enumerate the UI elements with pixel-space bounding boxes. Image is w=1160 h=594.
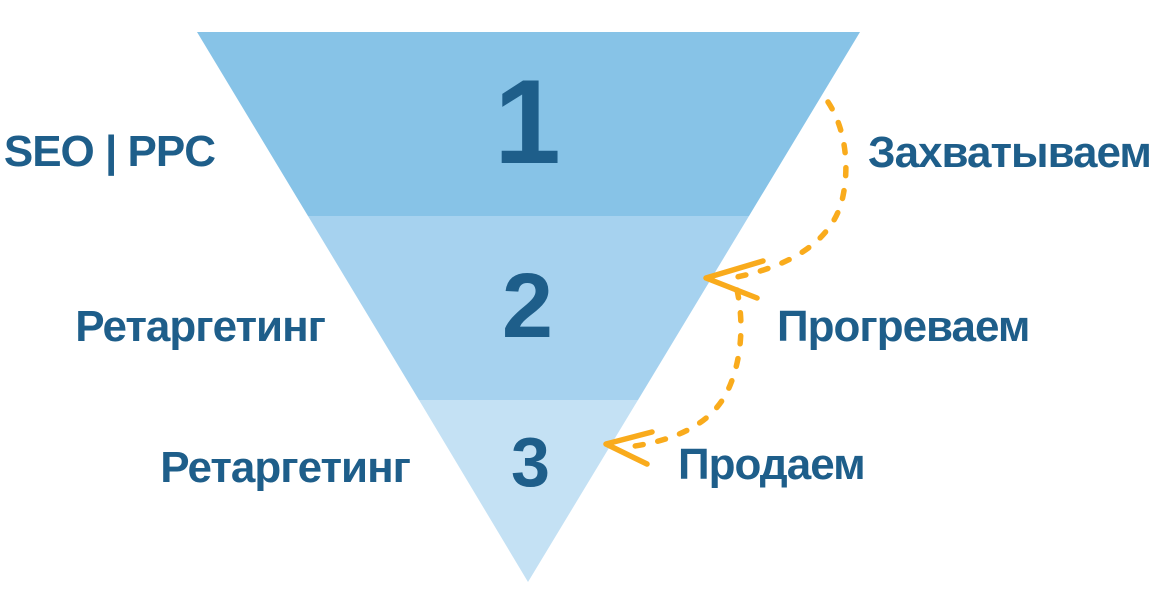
- label-warm-up: Прогреваем: [777, 302, 1030, 351]
- tier-3-number: 3: [511, 423, 550, 501]
- tier-2-number: 2: [501, 255, 553, 357]
- funnel-tier-3-shape: [419, 400, 638, 582]
- dashed-arrow-1: [729, 99, 849, 281]
- label-capture: Захватываем: [868, 128, 1152, 177]
- dashed-arrow-2: [625, 287, 744, 450]
- label-sell: Продаем: [678, 440, 866, 489]
- arrowhead-2-icon: [603, 429, 655, 467]
- tier-1-number: 1: [494, 55, 561, 189]
- funnel-tier-2-shape: [308, 216, 749, 400]
- label-retargeting-2: Ретаргетинг: [160, 443, 411, 492]
- funnel-tier-1-shape: [197, 32, 860, 216]
- label-retargeting-1: Ретаргетинг: [75, 302, 326, 351]
- label-seo-ppc: SEO | PPC: [3, 127, 216, 176]
